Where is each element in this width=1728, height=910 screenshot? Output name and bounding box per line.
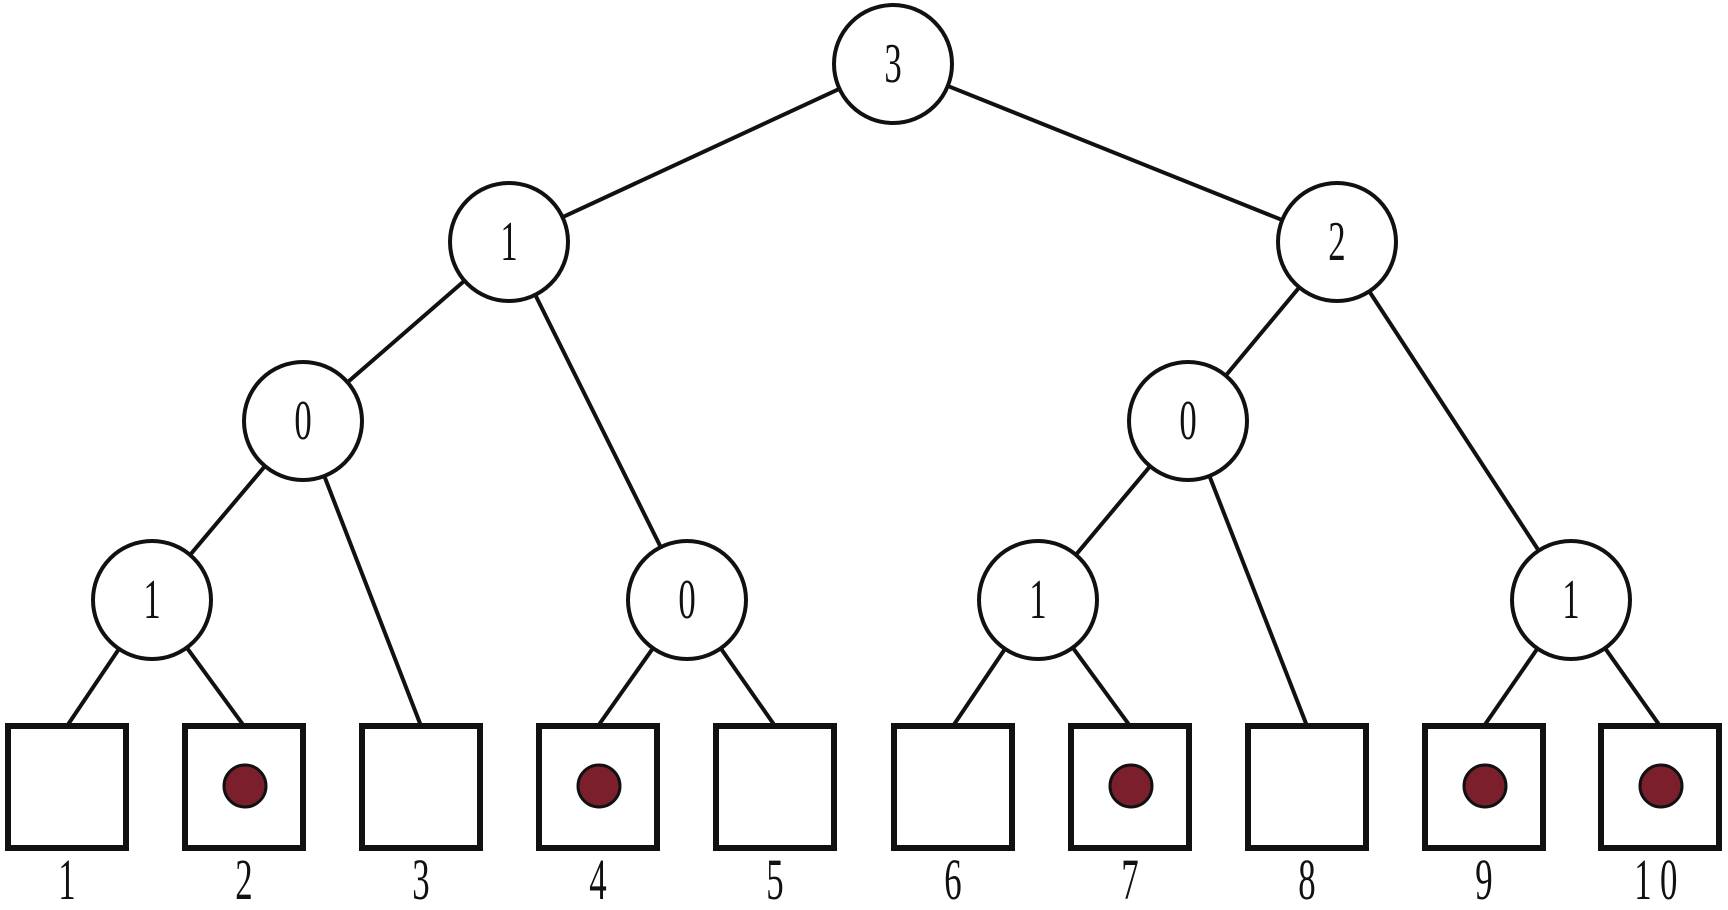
leaf-4: 4	[536, 723, 660, 910]
tree-node-l3-d: 1	[1510, 539, 1632, 661]
node-value-label: 0	[294, 390, 311, 453]
leaf-index-label: 7	[1121, 848, 1138, 910]
leaf-3: 3	[359, 723, 483, 910]
tree-node-l3-a: 1	[91, 539, 213, 661]
edge-l2-b-l3-c	[1073, 464, 1153, 557]
leaf-marker-dot	[576, 763, 622, 809]
edge-l2-a-leaf-3	[322, 474, 423, 728]
leaf-index-label: 6	[944, 848, 961, 910]
node-circle	[1510, 539, 1632, 661]
tree-node-root: 3	[832, 3, 954, 125]
leaf-index-label: 4	[589, 848, 606, 910]
node-circle	[977, 539, 1099, 661]
leaf-2: 2	[182, 723, 306, 910]
edge-l3-c-leaf-6	[951, 646, 1008, 728]
tree-node-l1-right: 2	[1276, 181, 1398, 303]
node-value-label: 0	[678, 569, 695, 632]
leaf-box	[359, 723, 483, 851]
edge-root-l1-right	[945, 83, 1285, 223]
edge-l1-left-l3-b	[533, 292, 663, 550]
leaf-1: 1	[5, 723, 129, 910]
edge-l3-d-leaf-9	[1482, 646, 1540, 728]
leaf-box	[1245, 723, 1369, 851]
edge-l3-b-leaf-4	[596, 646, 655, 728]
leaf-marker-dot	[1462, 763, 1508, 809]
edge-root-l1-left	[560, 86, 842, 220]
leaf-index-label: 2	[235, 848, 252, 910]
leaf-box	[891, 723, 1015, 851]
edge-l1-left-l2-a	[345, 278, 467, 385]
leaf-marker-dot	[222, 763, 268, 809]
node-circle	[91, 539, 213, 661]
leaf-6: 6	[891, 723, 1015, 910]
edge-l2-a-l3-a	[188, 464, 267, 557]
leaf-index-label: 10	[1634, 848, 1686, 910]
tree-node-l2-b: 0	[1127, 360, 1249, 482]
node-value-label: 1	[1029, 569, 1046, 632]
leaf-10: 10	[1598, 723, 1722, 910]
node-circle	[832, 3, 954, 125]
edge-l3-a-leaf-2	[184, 645, 246, 728]
node-value-label: 0	[1179, 390, 1196, 453]
node-circle	[1127, 360, 1249, 482]
leaf-marker-dot	[1638, 763, 1684, 809]
node-value-label: 1	[143, 569, 160, 632]
edge-l3-d-leaf-10	[1603, 646, 1662, 728]
leaf-box	[5, 723, 129, 851]
node-circle	[1276, 181, 1398, 303]
tree-node-l2-a: 0	[242, 360, 364, 482]
tree-leaves: 1 2 3 4 5 6 7 8 9 10	[5, 723, 1722, 910]
tree-edges	[65, 83, 1662, 728]
leaf-marker-dot	[1108, 763, 1154, 809]
tree-node-l1-left: 1	[448, 181, 570, 303]
node-circle	[626, 539, 748, 661]
tree-internal-nodes: 3 1 2 0 0 1 0 1 1	[91, 3, 1632, 661]
leaf-box	[1068, 723, 1192, 851]
node-circle	[242, 360, 364, 482]
leaf-index-label: 3	[412, 848, 429, 910]
edge-l2-b-leaf-8	[1207, 473, 1309, 728]
leaf-index-label: 1	[58, 848, 75, 910]
edge-l1-right-l3-d	[1367, 289, 1541, 553]
edge-l3-a-leaf-1	[65, 646, 122, 728]
leaf-8: 8	[1245, 723, 1369, 910]
tree-node-l3-b: 0	[626, 539, 748, 661]
leaf-9: 9	[1422, 723, 1546, 910]
leaf-5: 5	[713, 723, 837, 910]
node-value-label: 1	[1562, 569, 1579, 632]
node-circle	[448, 181, 570, 303]
leaf-index-label: 8	[1298, 848, 1315, 910]
leaf-box	[713, 723, 837, 851]
leaf-index-label: 5	[766, 848, 783, 910]
leaf-7: 7	[1068, 723, 1192, 910]
node-value-label: 2	[1328, 211, 1345, 274]
edge-l1-right-l2-b	[1223, 285, 1302, 378]
leaf-index-label: 9	[1475, 848, 1492, 910]
tree-node-l3-c: 1	[977, 539, 1099, 661]
edge-l3-c-leaf-7	[1070, 645, 1132, 728]
node-value-label: 1	[500, 211, 517, 274]
node-value-label: 3	[884, 33, 901, 96]
edge-l3-b-leaf-5	[718, 646, 777, 728]
